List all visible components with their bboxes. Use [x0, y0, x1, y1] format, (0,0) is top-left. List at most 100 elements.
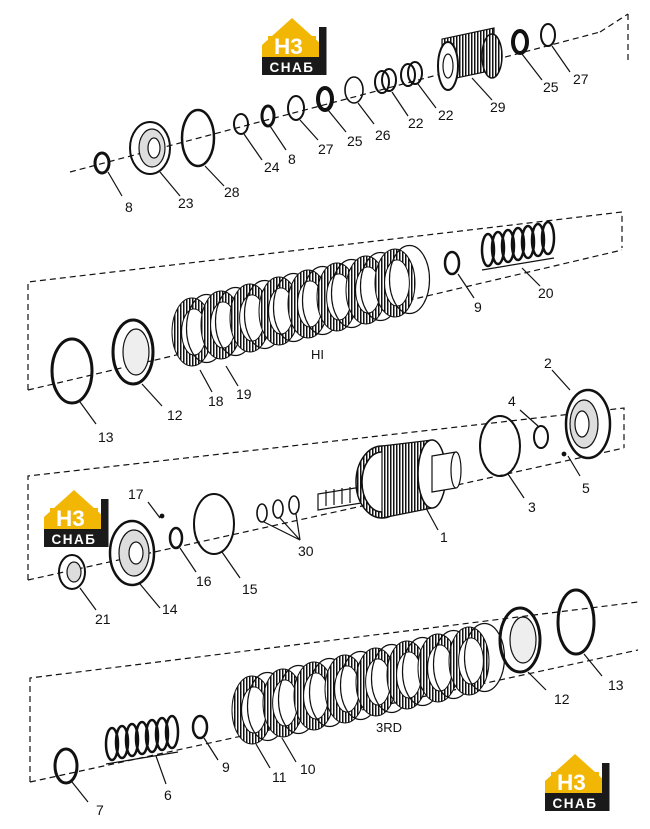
callout-23: 23 — [178, 195, 194, 211]
part-washer-27 — [287, 95, 305, 121]
third-disc-bore — [272, 679, 298, 727]
third-disc-bore — [458, 637, 484, 685]
callouts-hi: HI 13 12 18 19 9 20 — [98, 285, 554, 445]
part-gear-29 — [437, 27, 503, 91]
part-bearing-21 — [58, 554, 86, 590]
spring20-spring-coil — [520, 224, 536, 260]
part-seal-3 — [479, 415, 521, 477]
logo-bottom-main: H3 — [557, 770, 586, 795]
part-bearing-23 — [129, 121, 171, 175]
logo-middle-sub: CHAБ — [52, 532, 97, 547]
callout-12a: 12 — [167, 407, 183, 423]
spring20-spring-coil — [500, 228, 516, 264]
spring20-spring-coil — [530, 222, 546, 258]
callout-3: 3 — [528, 499, 536, 515]
part-spring-pack-20 — [480, 220, 556, 271]
callout-14: 14 — [162, 601, 178, 617]
logo-top-main: H3 — [274, 34, 303, 59]
callout-27b: 27 — [573, 71, 589, 87]
callout-13a: 13 — [98, 429, 114, 445]
spring20-spring-coil — [490, 230, 506, 266]
part-shaft-drum-1 — [317, 439, 462, 519]
part-ring-25 — [316, 86, 334, 112]
callout-26: 26 — [375, 127, 391, 143]
section-third — [29, 588, 639, 803]
spring6-spring-coil — [144, 718, 160, 754]
part-clutch-pack-3rd — [231, 622, 506, 745]
part-washer-24 — [233, 113, 249, 135]
callouts-top: 8 23 28 24 8 27 25 26 22 22 29 25 27 — [125, 71, 589, 215]
part-washer-26 — [344, 76, 364, 104]
section-label-hi: HI — [311, 347, 324, 362]
callout-22a: 22 — [408, 115, 424, 131]
part-ring-25b — [511, 29, 529, 55]
callout-7: 7 — [96, 802, 104, 818]
spring6-spring-retainer — [105, 751, 179, 765]
part-snap-ring-13a — [50, 337, 94, 405]
spring20-spring-coil — [480, 232, 496, 268]
callout-25b: 25 — [543, 79, 559, 95]
part-seal-7 — [53, 747, 79, 785]
part-snap-ring-13b — [556, 588, 596, 656]
part-snap-ring-8 — [93, 151, 111, 175]
callout-10: 10 — [300, 761, 316, 777]
part-seal-30b — [272, 499, 284, 519]
callout-28: 28 — [224, 184, 240, 200]
part-seal-30a — [256, 503, 268, 523]
part-spring-pack-6 — [104, 714, 180, 765]
spring6-spring-coil — [164, 714, 180, 750]
callout-25a: 25 — [347, 133, 363, 149]
part-bearing-22a — [374, 68, 397, 94]
part-seal-4 — [533, 425, 549, 449]
callout-12b: 12 — [554, 691, 570, 707]
callout-9a: 9 — [474, 299, 482, 315]
spring6-spring-coil — [114, 724, 130, 760]
callouts-third: 3RD 12 13 11 10 9 6 7 — [96, 677, 624, 818]
callout-2: 2 — [544, 355, 552, 371]
third-disc-bore — [241, 686, 267, 734]
part-ring-9a — [443, 250, 461, 276]
callout-13b: 13 — [608, 677, 624, 693]
part-snap-ring-8b — [260, 104, 276, 128]
spring20-spring-retainer — [481, 257, 555, 271]
logo-top: H3 CHAБ — [262, 18, 327, 75]
spring6-spring-coil — [154, 716, 170, 752]
part-piston-2 — [564, 388, 612, 460]
part-seal-30c — [288, 495, 300, 515]
part-washer-27b — [540, 23, 556, 47]
callouts-shaft: 2 4 3 5 17 1 30 16 15 14 21 — [95, 355, 590, 627]
callout-20: 20 — [538, 285, 554, 301]
part-ring-28 — [180, 108, 216, 168]
part-end-plate-12b — [498, 606, 542, 674]
hi-steel-plate — [388, 244, 431, 315]
callout-1: 1 — [440, 529, 448, 545]
section-shaft — [27, 369, 625, 611]
callout-18: 18 — [208, 393, 224, 409]
part-end-plate-12a — [111, 318, 155, 386]
part-clutch-pack-hi — [171, 244, 431, 367]
logo-middle-main: H3 — [56, 506, 85, 531]
callout-9b: 9 — [222, 759, 230, 775]
third-disc-bore — [334, 665, 360, 713]
spring6-spring-coil — [124, 722, 140, 758]
third-disc-bore — [427, 644, 453, 692]
spring20-spring-coil — [510, 226, 526, 262]
callout-29: 29 — [490, 99, 506, 115]
hi-disc-bore — [384, 259, 410, 307]
part-ring-9b — [191, 714, 209, 740]
callout-16: 16 — [196, 573, 212, 589]
third-disc-bore — [303, 672, 329, 720]
part-ball-17 — [159, 513, 165, 519]
part-bearing-22b — [400, 61, 423, 87]
logo-bottom-sub: CHAБ — [553, 796, 598, 811]
logo-bottom: H3 CHAБ — [545, 754, 610, 811]
part-ball-5 — [561, 451, 567, 457]
third-disc-bore — [365, 658, 391, 706]
section-hi — [27, 211, 623, 425]
callout-24: 24 — [264, 159, 280, 175]
spring6-spring-coil — [134, 720, 150, 756]
callout-5: 5 — [582, 480, 590, 496]
callout-17: 17 — [128, 486, 144, 502]
callout-22b: 22 — [438, 107, 454, 123]
